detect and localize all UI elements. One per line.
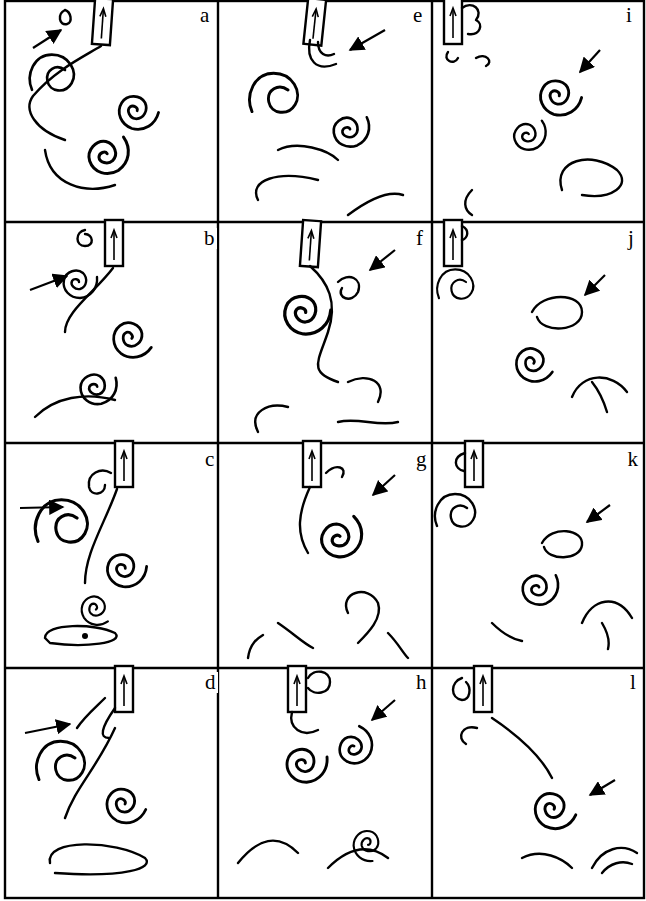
panel-grid xyxy=(5,1,644,898)
panel-sketch xyxy=(435,441,632,649)
panel-letter: h xyxy=(414,672,429,693)
panel-letter: i xyxy=(624,5,634,26)
panel-letter: f xyxy=(414,228,425,249)
panel-sketch xyxy=(25,666,150,874)
panel-letter: e xyxy=(411,5,424,26)
panel-sketch xyxy=(238,666,395,868)
panel-sketch xyxy=(437,220,627,412)
panel-sketch xyxy=(453,666,637,873)
panel-sketch xyxy=(444,0,622,215)
panel-sketch xyxy=(30,0,162,189)
panel-sketch xyxy=(20,441,148,645)
panel-letter: b xyxy=(202,228,217,249)
panel-letter: c xyxy=(203,449,216,470)
panel-letter: k xyxy=(626,449,641,470)
panel-sketch xyxy=(30,220,156,417)
panel-letter: g xyxy=(414,449,429,470)
panel-letter: l xyxy=(628,672,638,693)
panel-sketch xyxy=(248,441,408,658)
panel-sketch xyxy=(255,220,398,432)
panel-letter: a xyxy=(198,5,211,26)
panel-letter: d xyxy=(203,672,218,693)
panel-letter: j xyxy=(626,228,636,249)
panel-sketch xyxy=(250,0,403,215)
